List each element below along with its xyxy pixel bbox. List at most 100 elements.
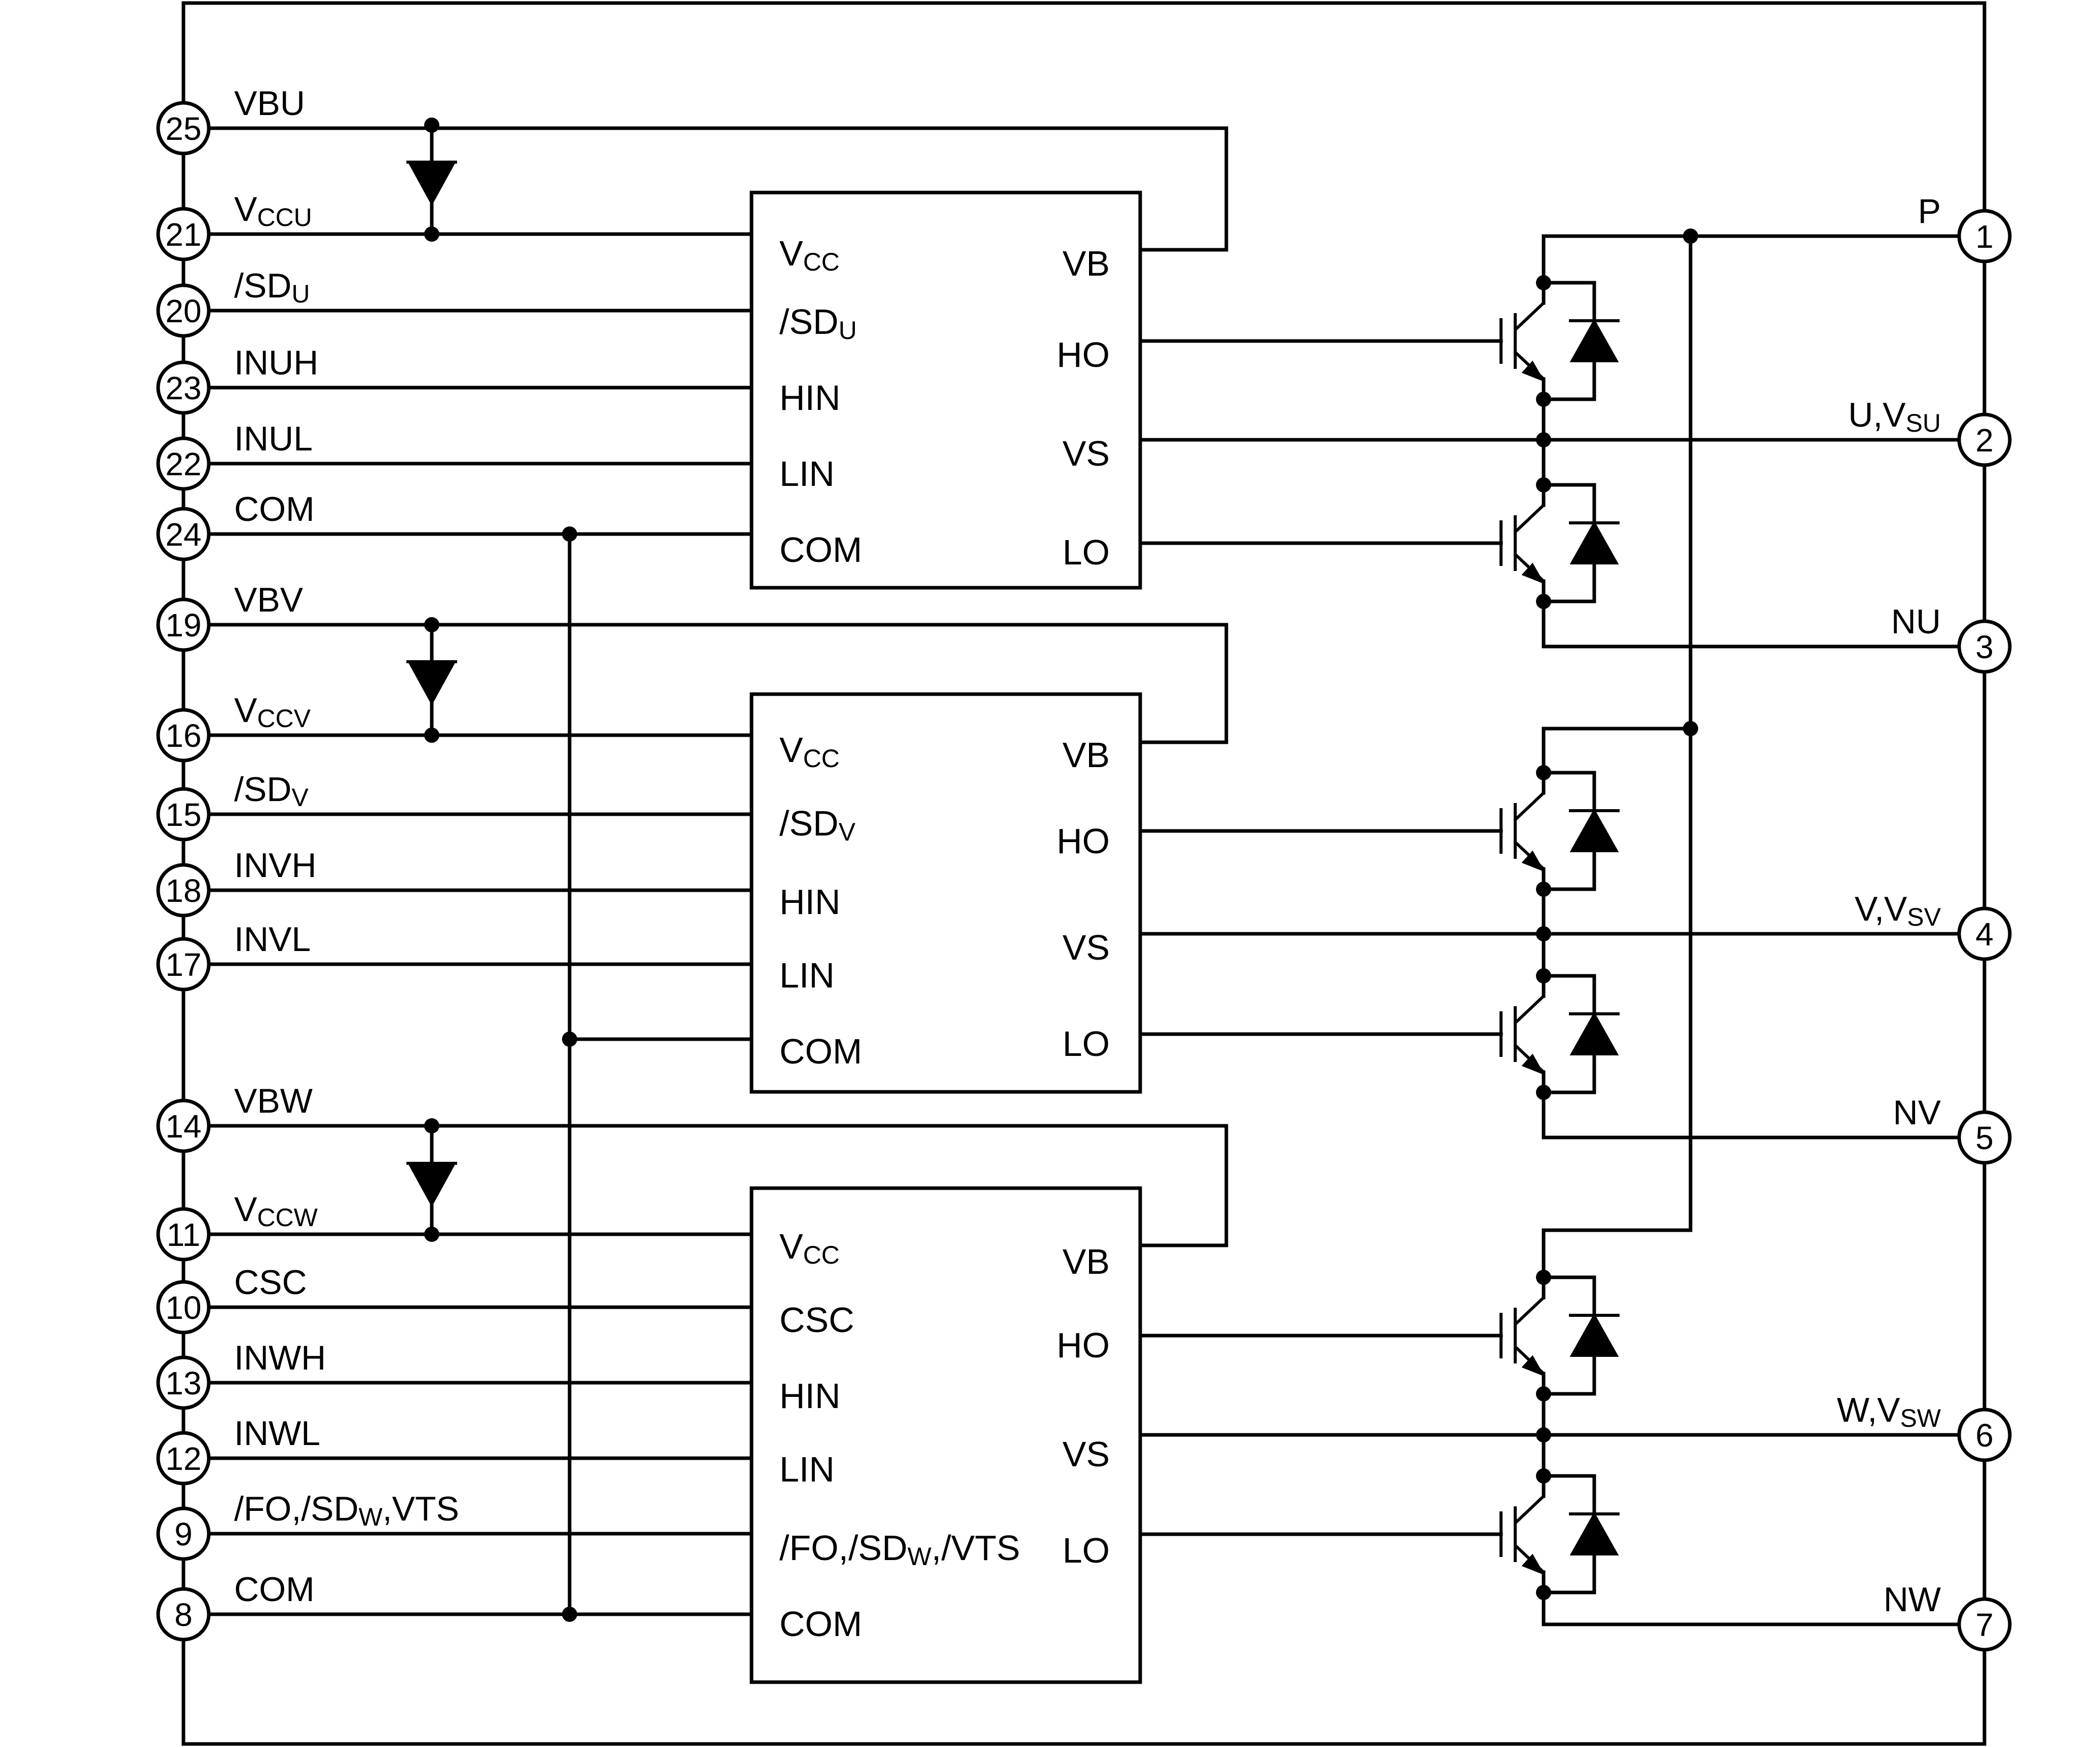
driver-port-left: /FO,/SDW,/VTS <box>779 1528 1020 1571</box>
pin-circle <box>156 283 211 338</box>
pin-number: 12 <box>165 1440 201 1477</box>
left-pins: 25VBU21VCCU20/SDU23INUH22INUL24COM19VBV1… <box>156 84 459 1642</box>
pin-number: 8 <box>174 1597 193 1633</box>
igbt-w-low <box>1499 1433 1620 1626</box>
driver-port-left: /SDV <box>779 804 856 846</box>
driver-port-right: LO <box>1063 1024 1110 1064</box>
driver-port-right: VS <box>1063 1434 1110 1474</box>
driver-port-left: VCC <box>779 730 840 773</box>
left-pin-20: 20/SDU <box>156 267 310 338</box>
pin-number: 9 <box>174 1516 193 1552</box>
pin-circle <box>156 1280 211 1335</box>
pin-number: 11 <box>167 1217 200 1253</box>
pin-circle <box>1957 412 2012 467</box>
pin-number: 6 <box>1975 1417 1994 1454</box>
pin-label: NU <box>1891 602 1941 641</box>
pin-number: 20 <box>165 293 201 329</box>
pin-circle <box>156 708 211 763</box>
pin-circle <box>1957 1597 2012 1652</box>
left-pin-18: 18 INVH <box>156 846 316 918</box>
driver-port-right: VB <box>1063 244 1110 283</box>
left-junctions <box>424 118 577 1622</box>
pin-circle <box>156 507 211 561</box>
pin-number: 19 <box>165 607 201 643</box>
phase-node-dot <box>1536 926 1551 941</box>
driver-port-left: LIN <box>779 1450 835 1489</box>
pin-number: 18 <box>165 872 201 909</box>
pin-number: 5 <box>1975 1120 1994 1156</box>
phase-node-dot <box>1536 432 1551 447</box>
pin-circle <box>156 101 211 156</box>
left-pin-15: 15/SDV <box>156 770 309 842</box>
driver-block-outline <box>749 1186 1142 1684</box>
pin-label: VCCV <box>234 691 311 733</box>
pin-circle <box>1957 209 2012 263</box>
igbt-v-low <box>1499 932 1620 1140</box>
pin-number: 10 <box>165 1289 201 1326</box>
pin-circle <box>156 1355 211 1410</box>
pin-number: 14 <box>165 1108 201 1145</box>
pin-label: NW <box>1884 1580 1941 1619</box>
left-pin-21: 21 VCCU <box>156 190 312 261</box>
driver-block-outline <box>749 692 1142 1094</box>
pin-number: 15 <box>165 796 201 833</box>
driver-port-left: HIN <box>779 882 841 922</box>
right-pin-3: 3NU <box>1891 602 2012 674</box>
pin-number: 21 <box>165 216 201 253</box>
left-pin-22: 22 INUL <box>156 420 313 491</box>
pin-label: INUH <box>234 344 318 382</box>
pin-label: NV <box>1893 1093 1941 1132</box>
pin-label: /SDU <box>234 267 310 308</box>
driver-port-left: HIN <box>779 378 841 417</box>
pin-circle <box>156 787 211 842</box>
pin-label: V,VSV <box>1855 890 1941 931</box>
phase-node-dot <box>1536 1427 1551 1442</box>
pin-label: U,VSU <box>1848 396 1941 437</box>
pin-circle <box>1957 1408 2012 1462</box>
pin-label: P <box>1918 192 1941 231</box>
pin-label: VBW <box>234 1082 313 1120</box>
pin-number: 22 <box>165 446 201 482</box>
driver-port-left: COM <box>779 1032 862 1071</box>
right-pin-6: 6 W,VSW <box>1837 1391 2012 1462</box>
pin-number: 7 <box>1975 1607 1994 1643</box>
pin-label: INWL <box>234 1414 320 1453</box>
pin-label: INVH <box>234 846 316 885</box>
igbt-cells <box>1499 234 1620 1626</box>
pin-label: W,VSW <box>1837 1391 1941 1432</box>
bootstrap-diode-v <box>406 660 457 706</box>
driver-port-left: VCC <box>779 234 840 276</box>
bootstrap-diode-u <box>406 161 457 206</box>
pin-label: VBU <box>234 84 305 123</box>
pin-label: INWH <box>234 1339 326 1377</box>
pin-circle <box>156 597 211 652</box>
pin-number: 2 <box>1975 422 1994 459</box>
right-junctions <box>1683 229 1698 736</box>
driver-port-right: VS <box>1063 928 1110 967</box>
pin-circle <box>156 1587 211 1642</box>
pin-label: VCCW <box>234 1190 318 1232</box>
driver-port-right: HO <box>1057 335 1110 374</box>
bootstrap-diode-w <box>406 1162 457 1207</box>
driver-port-right: VB <box>1063 735 1110 775</box>
driver-block-outline <box>749 191 1142 590</box>
pin-number: 16 <box>165 717 201 754</box>
pin-circle <box>1957 1110 2012 1165</box>
driver-port-right: LO <box>1063 1531 1110 1570</box>
pin-circle <box>156 207 211 261</box>
driver-port-left: LIN <box>779 454 835 493</box>
pin-label: INUL <box>234 420 313 458</box>
pin-label: VCCU <box>234 190 312 232</box>
pin-label: /FO,/SDW,VTS <box>234 1490 459 1531</box>
pin-circle <box>156 1431 211 1486</box>
driver-port-right: LO <box>1063 533 1110 572</box>
igbt-u-low <box>1499 438 1620 649</box>
